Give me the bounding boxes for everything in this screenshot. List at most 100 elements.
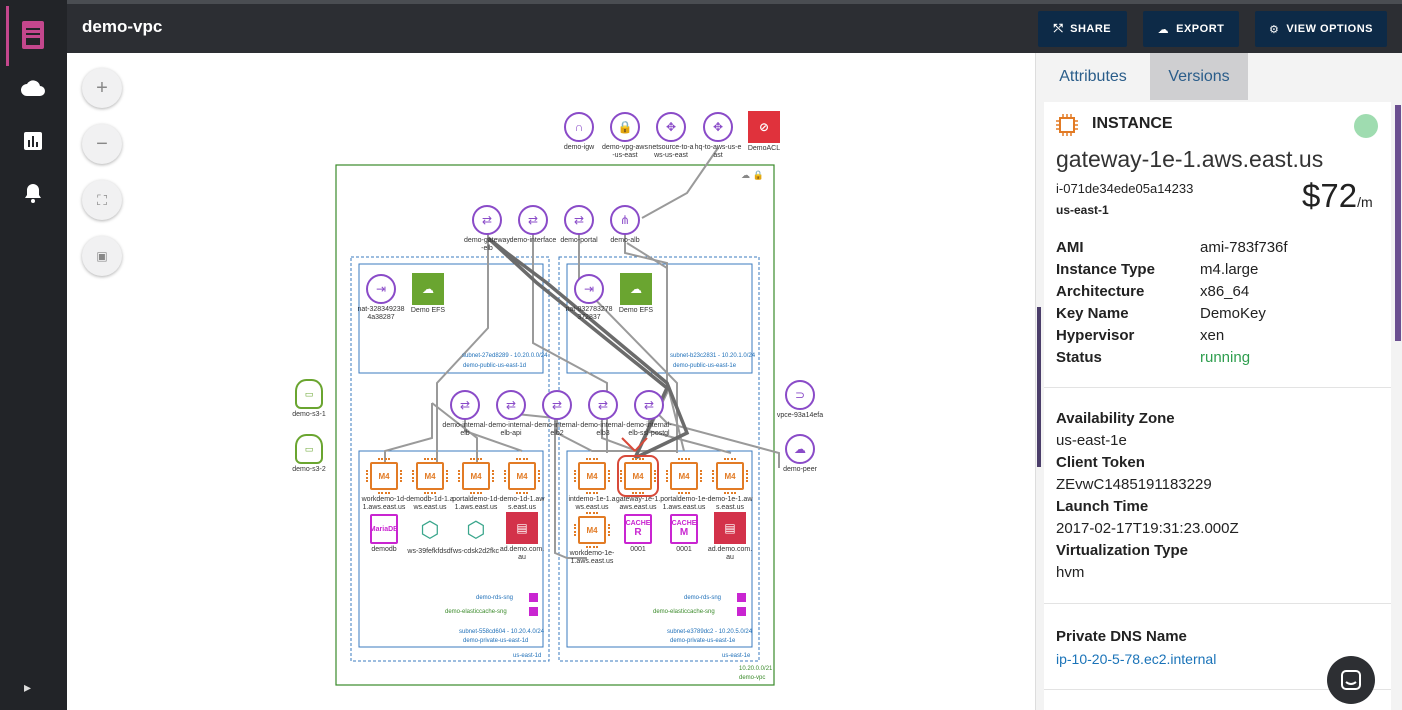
efs-right[interactable]: ☁ Demo EFS <box>612 273 660 315</box>
elb-internal-2[interactable]: ⇄ demo-internal-elb2 <box>533 390 581 438</box>
ec2-instance-icon: M4 <box>412 458 448 494</box>
instance-demo-1e[interactable]: M4 demo-1e-1.aws.east.us <box>706 458 754 512</box>
rds-demodb[interactable]: MariaDB demodb <box>360 514 408 554</box>
subnet-id: subnet-b23c2831 - 10.20.1.0/24 <box>670 353 756 359</box>
page-title: demo-vpc <box>82 17 163 36</box>
efs-left[interactable]: ☁ Demo EFS <box>404 273 452 315</box>
attr-key: Launch Time <box>1056 498 1149 515</box>
igw-node[interactable]: ∩ demo-igw <box>555 112 603 152</box>
ec2-instance-icon: M4 <box>712 458 748 494</box>
rds-group-icon <box>529 593 538 602</box>
nat-gateway-right[interactable]: ⇥ nat-032783278372837 <box>565 274 613 322</box>
center-button[interactable]: ▣ <box>82 236 122 276</box>
load-balancer-icon: ⇄ <box>496 390 526 420</box>
acl-node[interactable]: ⊘ DemoACL <box>740 111 788 153</box>
directory-service-right[interactable]: ▤ ad.demo.com.au <box>706 512 754 562</box>
directory-service-left[interactable]: ▤ ad.demo.com.au <box>498 512 546 562</box>
attr-key: Status <box>1056 349 1102 366</box>
load-balancer-icon: ⇄ <box>588 390 618 420</box>
s3-bucket-1[interactable]: ▭ demo-s3-1 <box>285 379 333 419</box>
rds-group-icon <box>737 593 746 602</box>
instance-details: Availability Zone us-east-1e Client Toke… <box>1044 388 1391 604</box>
instance-id: i-071de34ede05a14233 <box>1056 181 1194 196</box>
load-balancer-icon: ⇄ <box>472 205 502 235</box>
gateway-icon: ∩ <box>564 112 594 142</box>
export-button[interactable]: ☁EXPORT <box>1143 11 1239 47</box>
elb-gateway[interactable]: ⇄ demo-gateway-elb <box>463 205 511 253</box>
workspace-1[interactable]: ⬡ ws-39fefkfdsdf <box>406 514 454 556</box>
document-icon <box>18 20 48 50</box>
instance-intdemo-1e[interactable]: M4 intdemo-1e-1.aws.east.us <box>568 458 616 512</box>
attr-value: m4.large <box>1200 261 1259 278</box>
elb-internal-api[interactable]: ⇄ demo-internal-elb-api <box>487 390 535 438</box>
details-panel: Attributes Versions INSTANCE gateway-1e-… <box>1035 53 1402 710</box>
chat-button[interactable] <box>1327 656 1375 704</box>
instance-workdemo-1e[interactable]: M4 workdemo-1e-1.aws.east.us <box>568 512 616 566</box>
attr-key: Client Token <box>1056 454 1145 471</box>
cache-group-icon <box>737 607 746 616</box>
attr-key: Availability Zone <box>1056 410 1175 427</box>
bar-chart-icon[interactable] <box>18 126 48 156</box>
zoom-in-button[interactable]: + <box>82 68 122 108</box>
ec2-instance-icon: M4 <box>366 458 402 494</box>
load-balancer-icon: ⇄ <box>518 205 548 235</box>
attr-key: Hypervisor <box>1056 327 1135 344</box>
diagram-canvas[interactable]: ∩ demo-igw 🔒 demo-vpg-aws-us-east ✥ nets… <box>67 53 1035 710</box>
gear-icon: ⚙ <box>1268 23 1280 36</box>
instance-gateway-1e-selected[interactable]: M4 gateway-1e-1.aws.east.us <box>614 455 662 512</box>
vpn-node-netsource[interactable]: ✥ netsource-to-aws-us-east <box>647 112 695 160</box>
elb-portal[interactable]: ⇄ demo-portal <box>555 205 603 245</box>
instance-demo-1d[interactable]: M4 demo-1d-1.aws.east.us <box>498 458 546 512</box>
alb-node[interactable]: ⋔ demo-alb <box>601 205 649 245</box>
share-button[interactable]: ⤲SHARE <box>1038 11 1127 47</box>
instance-chip-icon <box>1056 114 1078 136</box>
s3-bucket-2[interactable]: ▭ demo-s3-2 <box>285 434 333 474</box>
instance-summary: INSTANCE gateway-1e-1.aws.east.us i-071d… <box>1044 102 1391 388</box>
peering-icon: ☁ <box>785 434 815 464</box>
vpc-peer[interactable]: ☁ demo-peer <box>776 434 824 474</box>
instance-portaldemo-1e[interactable]: M4 portaldemo-1e-1.aws.east.us <box>660 458 708 512</box>
scrollbar[interactable] <box>1395 105 1401 341</box>
cache-subnet-group: demo-elasticcache-sng <box>445 609 507 615</box>
tab-attributes[interactable]: Attributes <box>1059 67 1127 85</box>
fit-view-button[interactable]: ⛶ <box>82 180 122 220</box>
zoom-out-button[interactable]: − <box>82 124 122 164</box>
vpc-cidr: 10.20.0.0/21 <box>739 666 773 672</box>
resource-name: gateway-1e-1.aws.east.us <box>1056 146 1324 172</box>
attr-key: Virtualization Type <box>1056 542 1188 559</box>
view-options-button[interactable]: ⚙VIEW OPTIONS <box>1255 11 1387 47</box>
elb-internal[interactable]: ⇄ demo-internal-elb <box>441 390 489 438</box>
tab-versions[interactable]: Versions <box>1150 53 1248 100</box>
nat-gateway-left[interactable]: ⇥ nat-3283492384a38287 <box>357 274 405 322</box>
private-dns-link[interactable]: ip-10-20-5-78.ec2.internal <box>1056 651 1217 667</box>
cube-icon: ⬡ <box>466 517 486 542</box>
attr-value: x86_64 <box>1200 283 1250 300</box>
chevron-right-icon[interactable]: ▸ <box>24 679 32 695</box>
load-balancer-icon: ⇄ <box>634 390 664 420</box>
bucket-icon: ▭ <box>295 434 323 464</box>
instance-workdemo-1d[interactable]: M4 workdemo-1d-1.aws.east.us <box>360 458 408 512</box>
vpn-node-hq[interactable]: ✥ hq-to-aws-us-east <box>694 112 742 160</box>
brand[interactable] <box>0 6 67 66</box>
firewall-icon: ⊘ <box>748 111 780 143</box>
elb-interface[interactable]: ⇄ demo-interface <box>509 205 557 245</box>
vpg-node[interactable]: 🔒 demo-vpg-aws-us-east <box>601 112 649 160</box>
instance-portaldemo-1d[interactable]: M4 portaldemo-1d-1.aws.east.us <box>452 458 500 512</box>
vpc-endpoint[interactable]: ⊃ vpce-93a14efa <box>776 380 824 420</box>
load-balancer-icon: ⇄ <box>542 390 572 420</box>
section-indicator <box>1037 307 1041 467</box>
instance-demodb-1d[interactable]: M4 demodb-1d-1.aws.east.us <box>406 458 454 512</box>
availability-zone-label: us-east-1e <box>722 653 751 659</box>
attr-value: us-east-1e <box>1056 432 1127 449</box>
elb-internal-3[interactable]: ⇄ demo-internal-elb3 <box>579 390 627 438</box>
workspace-2[interactable]: ⬡ ws-cdsk2d2fkc <box>452 514 500 556</box>
subnet-id: subnet-27ed8289 - 10.20.0.0/24 <box>462 353 548 359</box>
elb-internal-ssl[interactable]: ⇄ demo-internal-elb-ssl-postgl <box>625 390 673 438</box>
cloud-icon[interactable] <box>18 73 48 103</box>
directory-icon: ▤ <box>714 512 746 544</box>
top-bar: demo-vpc ⤲SHARE ☁EXPORT ⚙VIEW OPTIONS <box>67 0 1402 53</box>
bell-icon[interactable] <box>18 178 48 208</box>
